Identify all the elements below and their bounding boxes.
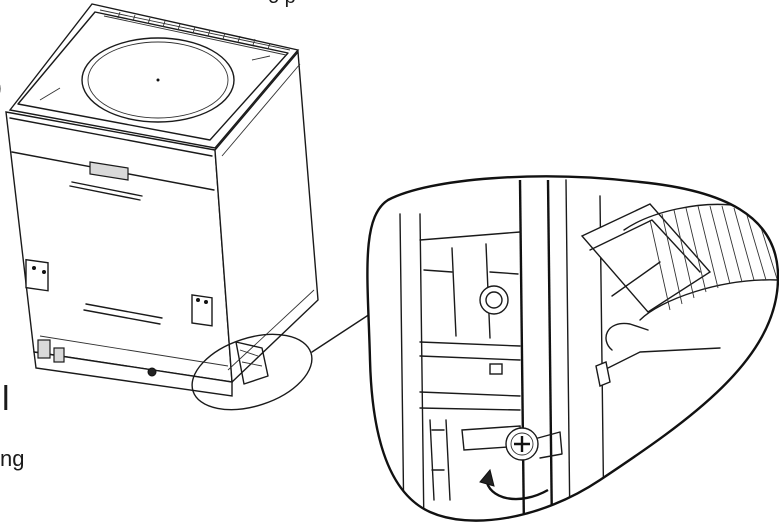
hinge-spring (580, 203, 779, 387)
door-slot-top (69, 181, 143, 201)
hinge-brackets (25, 258, 213, 327)
top-circle (39, 37, 271, 123)
detail-zoom-bubble (366, 175, 779, 522)
dishwasher-illustration (5, 3, 319, 397)
cropped-text-bottom: ng (0, 446, 25, 471)
door-handle (89, 161, 129, 181)
top-grille (99, 9, 291, 56)
rotate-arrow-icon (479, 468, 549, 501)
bottom-details (37, 339, 269, 385)
door-slot-bottom (83, 303, 163, 325)
cropped-text-left: ) (0, 74, 2, 102)
callout-source-circle (191, 313, 371, 411)
callout-leader-line (311, 313, 371, 353)
cropped-text-top: o p (268, 0, 296, 9)
screw-icon (505, 427, 563, 461)
cropped-text-heading: l (2, 380, 10, 418)
